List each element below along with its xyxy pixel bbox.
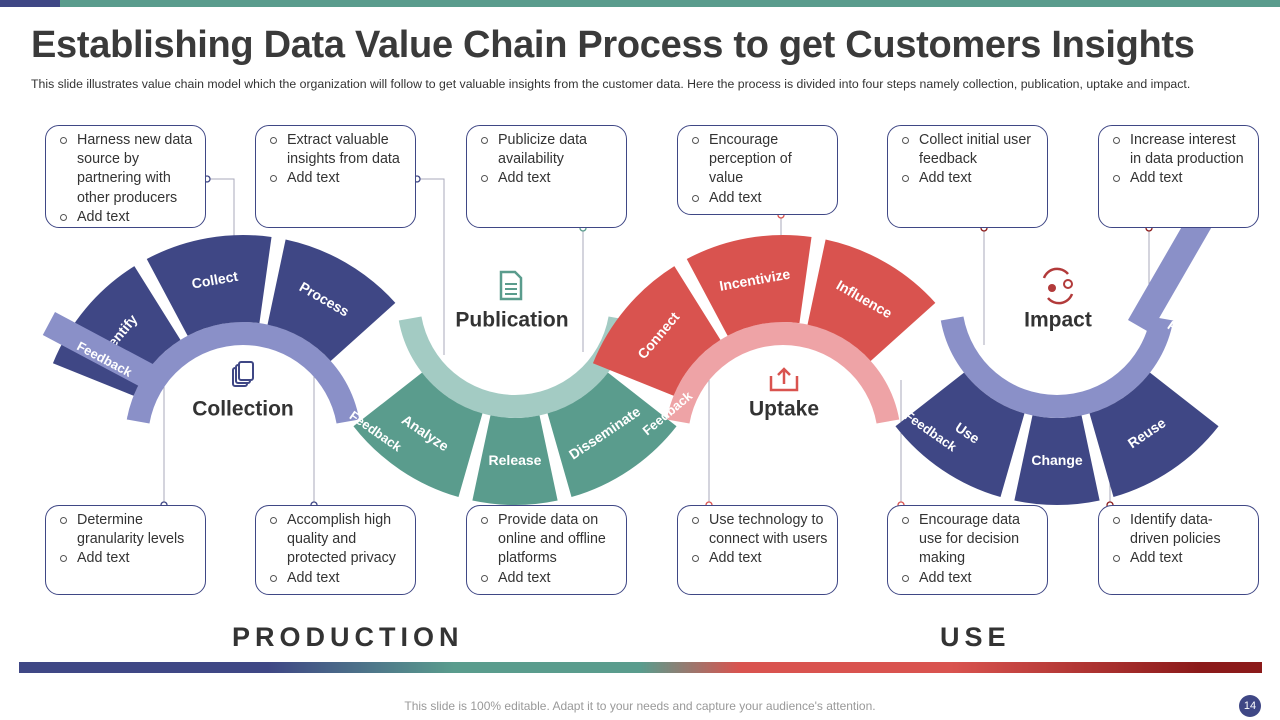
page-number: 14 bbox=[1239, 695, 1261, 717]
production-label: PRODUCTION bbox=[232, 622, 464, 652]
segment-label: Release bbox=[489, 452, 542, 468]
bullet-item: Encourage perception of value bbox=[690, 131, 829, 189]
segment-release bbox=[472, 415, 558, 505]
page-title: Establishing Data Value Chain Process to… bbox=[31, 24, 1195, 66]
top-box-3: Publicize data availability Add text bbox=[466, 125, 627, 228]
feedback-ring bbox=[126, 322, 360, 424]
segment-reuse bbox=[1089, 372, 1219, 498]
top-box-4: Encourage perception of value Add text bbox=[677, 125, 838, 215]
footer-text: This slide is 100% editable. Adapt it to… bbox=[404, 699, 876, 713]
bullet-item: Add text bbox=[1111, 169, 1250, 188]
segment-analyze bbox=[353, 372, 483, 498]
document-icon bbox=[499, 270, 523, 301]
bullet-item: Add text bbox=[690, 549, 829, 568]
top-box-2: Extract valuable insights from data Add … bbox=[255, 125, 416, 228]
bullet-item: Add text bbox=[900, 169, 1039, 188]
segment-process bbox=[267, 239, 396, 362]
top-accent-bar bbox=[0, 0, 1280, 7]
bottom-box-1: Determine granularity levels Add text bbox=[45, 505, 206, 595]
use-label: USE bbox=[940, 622, 1011, 652]
bullet-item: Use technology to connect with users bbox=[690, 511, 829, 549]
bullet-item: Accomplish high quality and protected pr… bbox=[268, 511, 407, 569]
bullet-item: Extract valuable insights from data bbox=[268, 131, 407, 169]
stage-name: Impact bbox=[1024, 309, 1092, 332]
bullet-item: Add text bbox=[900, 569, 1039, 588]
stage-name: Uptake bbox=[749, 398, 819, 421]
feedback-label: Feedback bbox=[1165, 318, 1223, 365]
bullet-item: Add text bbox=[479, 169, 618, 188]
bottom-box-4: Use technology to connect with users Add… bbox=[677, 505, 838, 595]
top-box-5: Collect initial user feedback Add text bbox=[887, 125, 1048, 228]
bullet-item: Add text bbox=[690, 189, 829, 208]
bullet-item: Harness new data source by partnering wi… bbox=[58, 131, 197, 208]
feedback-ring bbox=[398, 316, 632, 418]
feedback-ring bbox=[666, 321, 900, 424]
bottom-gradient-bar bbox=[19, 662, 1262, 673]
segment-change bbox=[1014, 415, 1100, 505]
bullet-item: Add text bbox=[58, 549, 197, 568]
bullet-item: Increase interest in data production bbox=[1111, 131, 1250, 169]
bullet-item: Add text bbox=[58, 208, 197, 227]
bullet-item: Add text bbox=[268, 569, 407, 588]
segment-label: Change bbox=[1031, 452, 1083, 468]
database-icon bbox=[232, 361, 254, 387]
stage-name: Publication bbox=[455, 309, 568, 332]
bottom-box-2: Accomplish high quality and protected pr… bbox=[255, 505, 416, 595]
feedback-ring bbox=[940, 316, 1174, 418]
bullet-item: Collect initial user feedback bbox=[900, 131, 1039, 169]
bullet-item: Encourage data use for decision making bbox=[900, 511, 1039, 569]
segment-disseminate bbox=[547, 372, 677, 498]
segment-influence bbox=[807, 239, 936, 362]
bullet-item: Determine granularity levels bbox=[58, 511, 197, 549]
segment-use bbox=[895, 372, 1025, 498]
bottom-box-5: Encourage data use for decision making A… bbox=[887, 505, 1048, 595]
top-box-6: Increase interest in data production Add… bbox=[1098, 125, 1259, 228]
bullet-item: Add text bbox=[1111, 549, 1250, 568]
top-box-1: Harness new data source by partnering wi… bbox=[45, 125, 206, 228]
users-cycle-icon bbox=[1042, 267, 1074, 305]
stage-name: Collection bbox=[192, 398, 294, 421]
bullet-item: Publicize data availability bbox=[479, 131, 618, 169]
bottom-box-6: Identify data-driven policies Add text bbox=[1098, 505, 1259, 595]
segment-incentivize bbox=[686, 235, 812, 336]
bullet-item: Add text bbox=[479, 569, 618, 588]
bullet-item: Identify data-driven policies bbox=[1111, 511, 1250, 549]
connector-line bbox=[417, 178, 445, 355]
connector-line bbox=[207, 178, 235, 240]
segment-collect bbox=[146, 234, 272, 336]
bullet-item: Provide data on online and offline platf… bbox=[479, 511, 618, 569]
upload-icon bbox=[769, 367, 799, 392]
segment-connect bbox=[592, 266, 721, 396]
bottom-box-3: Provide data on online and offline platf… bbox=[466, 505, 627, 595]
bullet-item: Add text bbox=[268, 169, 407, 188]
page-subtitle: This slide illustrates value chain model… bbox=[31, 77, 1191, 91]
